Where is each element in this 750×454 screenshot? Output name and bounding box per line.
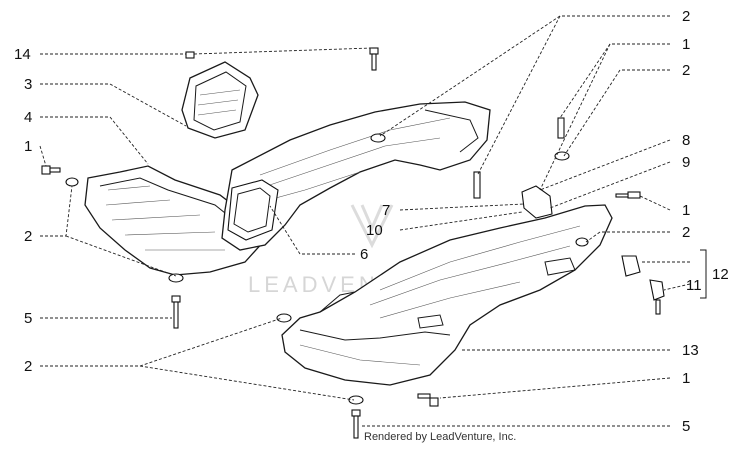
bolt-1-bottom — [417, 393, 439, 407]
bolt-5-left — [171, 295, 181, 329]
bolt-right — [615, 191, 641, 199]
callouts: 14 3 4 1 2 5 2 2 1 2 8 9 7 10 6 1 2 12 1… — [14, 8, 729, 435]
callout-2-top: 2 — [682, 8, 690, 25]
credit-text: Rendered by LeadVenture, Inc. — [364, 431, 516, 443]
callout-1-left: 1 — [24, 138, 32, 155]
callout-1-bottom: 1 — [682, 370, 690, 387]
callout-9: 9 — [682, 154, 690, 171]
clip-8-9 — [521, 185, 553, 219]
callout-12: 12 — [712, 266, 729, 283]
part-3-cover-plate — [181, 61, 259, 139]
bolt-5-bottom — [351, 409, 361, 439]
callout-1-right: 1 — [682, 202, 690, 219]
callout-7: 7 — [382, 202, 390, 219]
callout-8: 8 — [682, 132, 690, 149]
washer-right — [575, 237, 589, 247]
part-4-left-shield — [84, 165, 266, 276]
leader-lines — [39, 15, 707, 427]
callout-10: 10 — [366, 222, 383, 239]
washer-lower-left — [168, 273, 184, 283]
callout-4: 4 — [24, 109, 32, 126]
callout-1-top: 1 — [682, 36, 690, 53]
bolt-top-right — [473, 117, 570, 199]
part-13-right-body-panel — [281, 204, 613, 386]
washer-bottom — [348, 395, 364, 405]
callout-5-bottom: 5 — [682, 418, 690, 435]
callout-6: 6 — [360, 246, 368, 263]
hardware — [41, 47, 665, 439]
callout-14: 14 — [14, 46, 31, 63]
bolt-top — [369, 47, 379, 71]
callout-13: 13 — [682, 342, 699, 359]
callout-11: 11 — [686, 277, 702, 294]
callout-2-left: 2 — [24, 228, 32, 245]
washer-left — [65, 177, 79, 187]
callout-2-right: 2 — [682, 224, 690, 241]
callout-2-top-right: 2 — [682, 62, 690, 79]
screw-14 — [185, 51, 195, 59]
clip-11-12 — [621, 255, 665, 315]
callout-5-left: 5 — [24, 310, 32, 327]
callout-3: 3 — [24, 76, 32, 93]
watermark-logo — [350, 204, 394, 249]
washer-center — [276, 313, 292, 323]
bolt-left — [41, 165, 61, 175]
callout-2-bottom-left: 2 — [24, 358, 32, 375]
washer-top — [370, 133, 386, 143]
part-6-upper-body — [221, 101, 491, 251]
